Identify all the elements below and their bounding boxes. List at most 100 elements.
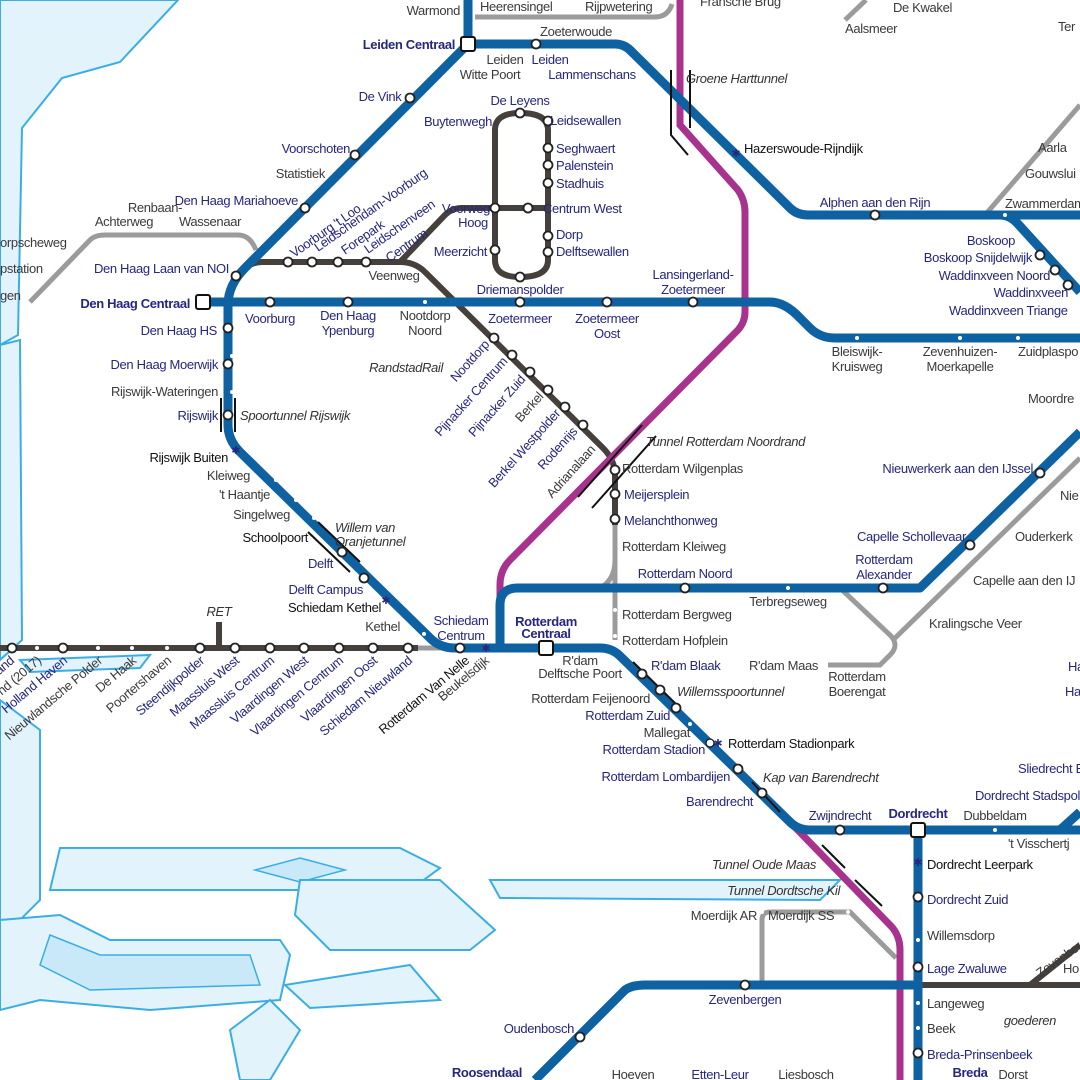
station-marker[interactable] <box>514 296 526 308</box>
station-marker[interactable] <box>264 296 276 308</box>
station-marker[interactable] <box>577 419 589 431</box>
station-marker[interactable] <box>402 642 414 654</box>
station-marker[interactable] <box>404 92 416 104</box>
station-marker[interactable] <box>877 582 889 594</box>
station-marker[interactable] <box>222 409 234 421</box>
station-marker[interactable] <box>282 256 294 268</box>
minor-station-marker[interactable] <box>258 460 262 464</box>
minor-station-marker[interactable] <box>1058 468 1062 472</box>
minor-station-marker[interactable] <box>422 632 426 636</box>
station-marker[interactable] <box>342 296 354 308</box>
station-marker[interactable] <box>542 177 554 189</box>
station-marker[interactable] <box>514 107 526 119</box>
station-marker[interactable] <box>524 366 536 378</box>
station-marker[interactable] <box>229 642 241 654</box>
station-marker[interactable] <box>454 642 466 654</box>
station-marker[interactable] <box>222 358 234 370</box>
station-marker[interactable] <box>332 256 344 268</box>
station-marker[interactable] <box>687 296 699 308</box>
station-marker[interactable] <box>522 202 534 214</box>
hub-station-marker[interactable] <box>538 640 554 656</box>
minor-station-marker[interactable] <box>688 722 692 726</box>
minor-station-marker[interactable] <box>958 336 962 340</box>
minor-station-marker[interactable] <box>916 1026 920 1030</box>
minor-station-marker[interactable] <box>613 634 617 638</box>
station-marker[interactable] <box>559 401 571 413</box>
station-marker[interactable] <box>489 244 501 256</box>
minor-station-marker[interactable] <box>230 390 234 394</box>
station-marker[interactable] <box>367 642 379 654</box>
minor-station-marker[interactable] <box>1016 336 1020 340</box>
station-marker[interactable] <box>542 246 554 258</box>
minor-station-marker[interactable] <box>230 354 234 358</box>
station-marker[interactable] <box>869 209 881 221</box>
station-marker[interactable] <box>506 349 518 361</box>
station-marker[interactable] <box>6 642 18 654</box>
station-marker[interactable] <box>298 642 310 654</box>
station-marker[interactable] <box>360 256 372 268</box>
station-marker[interactable] <box>306 256 318 268</box>
station-marker[interactable] <box>1034 467 1046 479</box>
minor-station-marker[interactable] <box>96 646 100 650</box>
minor-station-marker[interactable] <box>824 663 828 667</box>
minor-station-marker[interactable] <box>294 498 298 502</box>
minor-station-marker[interactable] <box>916 1001 920 1005</box>
minor-station-marker[interactable] <box>846 910 850 914</box>
minor-station-marker[interactable] <box>165 646 169 650</box>
station-marker[interactable] <box>654 684 666 696</box>
station-marker[interactable] <box>609 464 621 476</box>
station-marker[interactable] <box>1049 264 1061 276</box>
minor-station-marker[interactable] <box>613 608 617 612</box>
station-marker[interactable] <box>222 322 234 334</box>
minor-station-marker[interactable] <box>998 543 1002 547</box>
minor-station-marker[interactable] <box>993 828 997 832</box>
station-marker[interactable] <box>1034 249 1046 261</box>
station-marker[interactable] <box>756 787 768 799</box>
minor-station-marker[interactable] <box>1048 166 1052 170</box>
station-marker[interactable] <box>542 159 554 171</box>
minor-station-marker[interactable] <box>274 478 278 482</box>
station-marker[interactable] <box>358 572 370 584</box>
station-marker[interactable] <box>264 642 276 654</box>
hub-station-marker[interactable] <box>195 294 211 310</box>
station-marker[interactable] <box>542 384 554 396</box>
station-marker[interactable] <box>609 513 621 525</box>
station-marker[interactable] <box>670 702 682 714</box>
minor-station-marker[interactable] <box>855 336 859 340</box>
station-marker[interactable] <box>530 38 542 50</box>
minor-station-marker[interactable] <box>35 646 39 650</box>
minor-station-marker[interactable] <box>916 938 920 942</box>
station-marker[interactable] <box>601 296 613 308</box>
station-marker[interactable] <box>912 891 924 903</box>
station-marker[interactable] <box>336 546 348 558</box>
station-marker[interactable] <box>333 642 345 654</box>
minor-station-marker[interactable] <box>426 266 430 270</box>
minor-station-marker[interactable] <box>760 910 764 914</box>
station-marker[interactable] <box>488 332 500 344</box>
minor-station-marker[interactable] <box>423 300 427 304</box>
station-marker[interactable] <box>542 230 554 242</box>
station-marker[interactable] <box>299 202 311 214</box>
station-marker[interactable] <box>732 763 744 775</box>
station-marker[interactable] <box>739 979 751 991</box>
station-marker[interactable] <box>679 582 691 594</box>
minor-station-marker[interactable] <box>978 563 982 567</box>
station-marker[interactable] <box>609 488 621 500</box>
station-marker[interactable] <box>542 115 554 127</box>
minor-station-marker[interactable] <box>1030 194 1034 198</box>
minor-station-marker[interactable] <box>786 586 790 590</box>
hub-station-marker[interactable] <box>460 36 476 52</box>
station-marker[interactable] <box>574 1031 586 1043</box>
station-marker[interactable] <box>636 668 648 680</box>
station-marker[interactable] <box>489 202 501 214</box>
station-marker[interactable] <box>194 642 206 654</box>
minor-station-marker[interactable] <box>312 516 316 520</box>
station-marker[interactable] <box>542 142 554 154</box>
minor-station-marker[interactable] <box>1068 138 1072 142</box>
minor-station-marker[interactable] <box>130 646 134 650</box>
minor-station-marker[interactable] <box>1003 213 1007 217</box>
station-marker[interactable] <box>514 271 526 283</box>
station-marker[interactable] <box>230 270 242 282</box>
station-marker[interactable] <box>964 539 976 551</box>
